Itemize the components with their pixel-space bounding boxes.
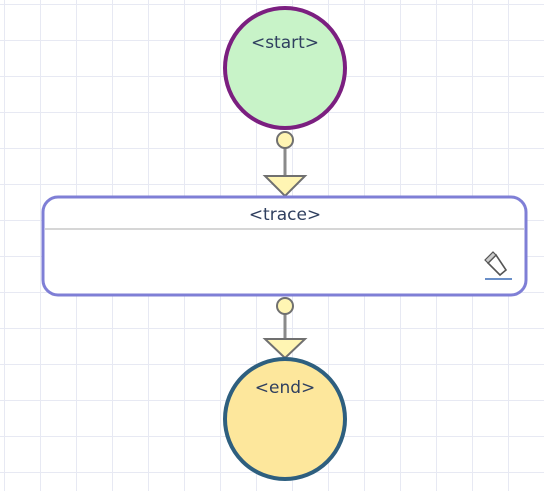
input-arrow-icon: [262, 338, 308, 360]
end-node-circle: [223, 357, 347, 481]
output-port[interactable]: [276, 297, 294, 315]
input-arrow-icon: [262, 175, 308, 198]
trace-node-label: <trace>: [249, 205, 321, 225]
pencil-icon[interactable]: [484, 251, 512, 280]
start-node-label: <start>: [251, 33, 319, 53]
connector-start-to-trace[interactable]: [262, 131, 308, 198]
end-node[interactable]: <end>: [223, 357, 347, 481]
end-node-label: <end>: [255, 378, 316, 398]
connector-trace-to-end[interactable]: [262, 297, 308, 360]
output-port[interactable]: [276, 131, 294, 149]
trace-node-box: [41, 195, 528, 297]
trace-node[interactable]: <trace>: [41, 195, 528, 297]
start-node[interactable]: <start>: [223, 6, 347, 130]
start-node-circle: [223, 6, 347, 130]
